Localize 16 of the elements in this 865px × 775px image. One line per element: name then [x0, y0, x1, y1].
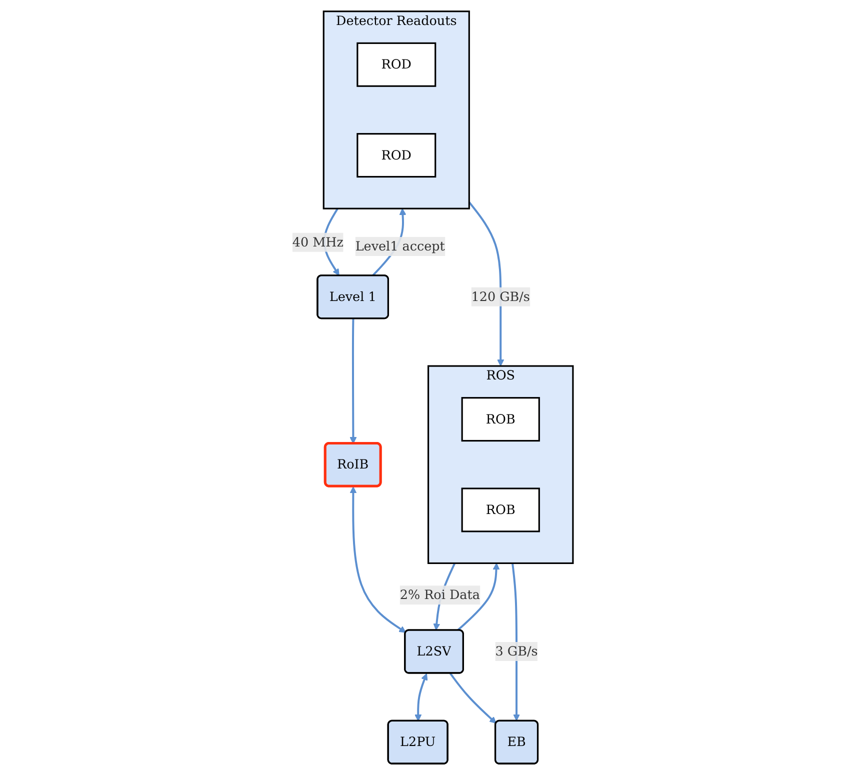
arrow	[449, 672, 496, 724]
arrow	[414, 673, 428, 722]
edge-label: 3 GB/s	[495, 644, 538, 659]
arrow	[350, 486, 406, 633]
arrow	[511, 563, 520, 721]
node-box: ROB	[461, 488, 540, 532]
node-box: ROD	[356, 42, 436, 87]
arrow	[468, 202, 504, 366]
arrow	[350, 318, 357, 444]
node-box: ROD	[356, 133, 436, 178]
arrow	[457, 562, 500, 631]
node-box: ROB	[461, 397, 540, 442]
edge-label: Level1 accept	[355, 238, 445, 254]
edge-label: 40 MHz	[292, 234, 344, 250]
edge-label: 2% Roi Data	[400, 587, 480, 602]
edge-label: 120 GB/s	[471, 288, 530, 304]
